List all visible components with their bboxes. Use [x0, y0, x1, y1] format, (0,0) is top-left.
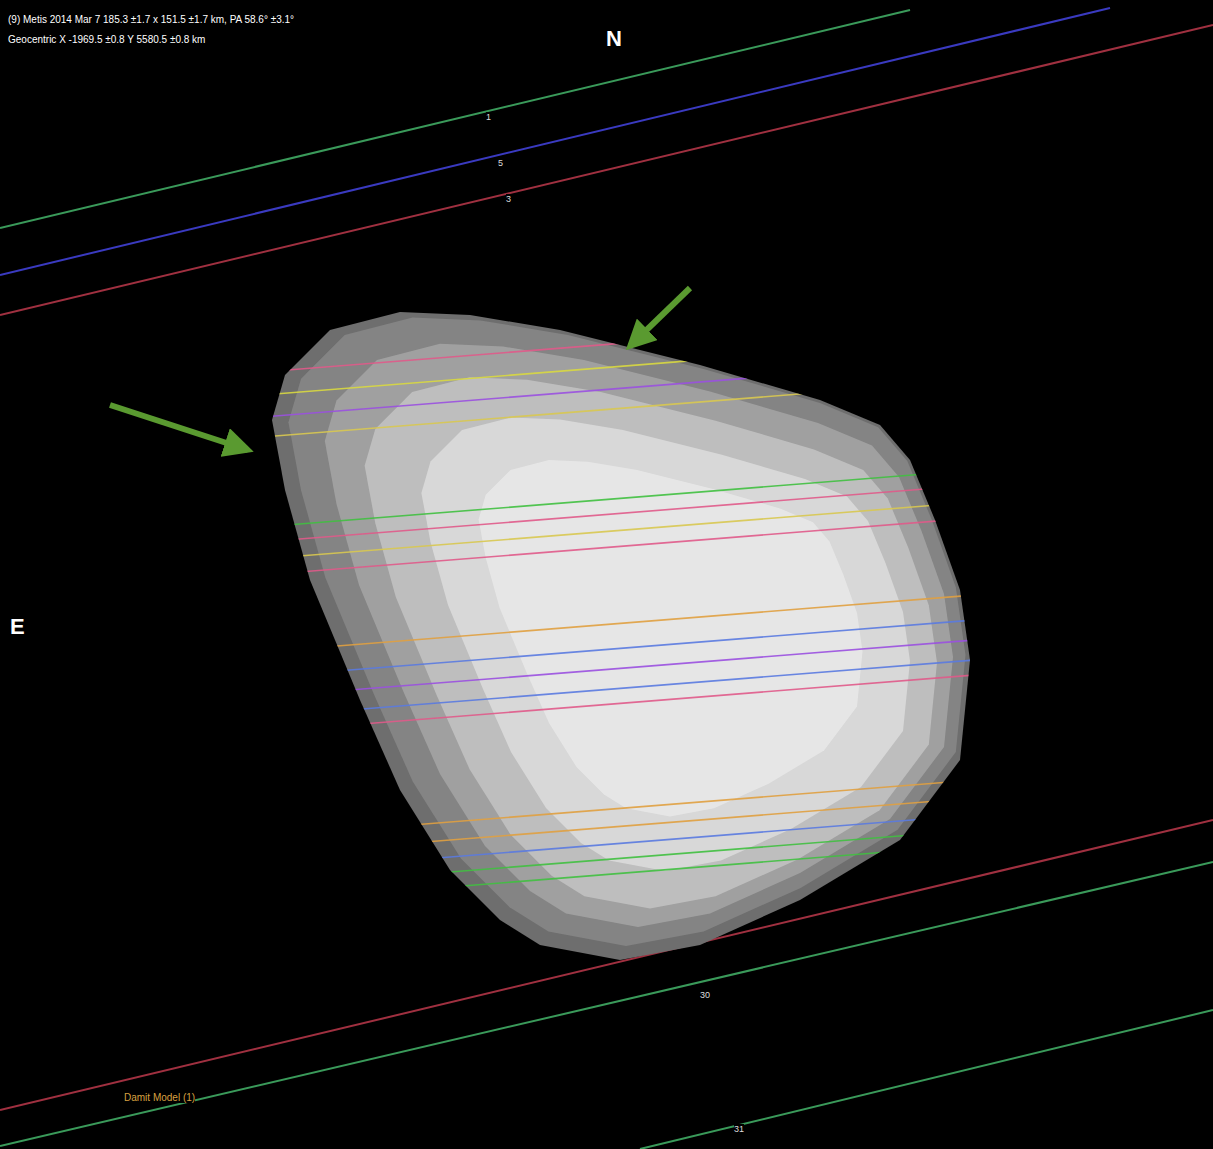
pointer-arrow: [630, 288, 690, 346]
compass-north: N: [606, 26, 622, 52]
shape-model: [272, 312, 970, 960]
miss-chord: [0, 10, 910, 228]
occultation-chord: [200, 658, 1000, 722]
occultation-chord: [200, 516, 1000, 580]
model-label: Damit Model (1): [124, 1092, 195, 1103]
geocentric-text: Geocentric X -1969.5 ±0.8 Y 5580.5 ±0.8 …: [8, 34, 205, 45]
occultation-chord: [200, 638, 1000, 702]
occultation-chord: [200, 483, 1000, 547]
occultation-chord: [200, 468, 1000, 532]
occultation-chord: [200, 828, 1000, 892]
shape-model: [479, 460, 863, 816]
occultation-chord: [200, 500, 1000, 564]
pointer-arrow: [110, 405, 248, 450]
occultation-chord: [200, 778, 1000, 842]
occultation-chord: [200, 378, 1000, 442]
occultation-chord: [200, 813, 1000, 877]
miss-chord: [0, 8, 1110, 275]
chord-number: 1: [486, 112, 491, 122]
title-text: (9) Metis 2014 Mar 7 185.3 ±1.7 x 151.5 …: [8, 14, 294, 25]
shape-model: [288, 318, 965, 947]
occultation-chord: [200, 358, 1000, 422]
chord-number: 30: [700, 990, 710, 1000]
chord-number: 5: [498, 158, 503, 168]
occultation-chord: [200, 796, 1000, 860]
chord-number: 31: [734, 1124, 744, 1134]
occultation-chord: [200, 618, 1000, 682]
chord-number: 3: [506, 194, 511, 204]
shape-model: [365, 377, 937, 908]
miss-chord: [640, 1010, 1213, 1149]
miss-chord: [0, 25, 1213, 315]
occultation-chord: [200, 673, 1000, 737]
compass-east: E: [10, 614, 25, 640]
occultation-chord: [200, 843, 1000, 907]
